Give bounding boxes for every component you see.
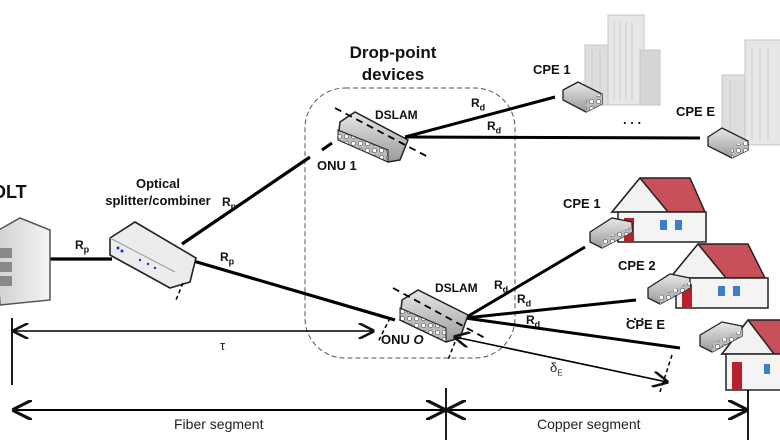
copper-rate-bottom-e: Rd [526, 313, 541, 330]
dslam-onu-1 [321, 107, 431, 163]
cpe-modem-top-e [707, 127, 749, 159]
fiber-segment-label: Fiber segment [174, 416, 264, 432]
copper-rate-top-e: Rd [487, 119, 502, 136]
tau-label: τ [220, 338, 226, 353]
copper-segment-label: Copper segment [537, 416, 641, 432]
delta-e-label: δE [550, 360, 563, 378]
cpe-top-e-label: CPE E [676, 104, 716, 119]
house-2 [668, 242, 769, 309]
dslam-onu-o [377, 287, 486, 361]
cpe-modem-bottom-1 [589, 217, 633, 249]
cpe-bottom-e-label: CPE E [626, 317, 666, 332]
fiber-rate-onu-o: Rp [220, 250, 235, 267]
delta-e-arrow [455, 337, 667, 382]
cpe-bottom-1-label: CPE 1 [563, 196, 601, 211]
dslam-o-label: DSLAM [435, 281, 478, 295]
fiber-rate-olt: Rp [75, 238, 90, 255]
onu-o-label: ONU O [381, 332, 424, 347]
fiber-links [50, 155, 396, 322]
splitter-label: Optical splitter/combiner [105, 176, 211, 208]
cpe-modem-bottom-2 [647, 273, 691, 305]
olt-label: OLT [0, 182, 27, 202]
cpe-modem-top-1 [562, 81, 603, 113]
cpe-bottom-2-label: CPE 2 [618, 258, 656, 273]
cpe-top-1-label: CPE 1 [533, 62, 571, 77]
ellipsis-top: . . . [623, 112, 642, 127]
house-1 [610, 176, 707, 243]
dslam-1-label: DSLAM [375, 108, 418, 122]
onu-1-label: ONU 1 [317, 158, 357, 173]
office-building-2 [721, 39, 780, 146]
copper-rate-top-1: Rd [471, 96, 486, 113]
copper-rate-bottom-1: Rd [494, 278, 509, 295]
ellipsis-bottom: . . . [626, 308, 645, 323]
cpe-modem-bottom-e [699, 321, 743, 353]
house-3 [720, 318, 780, 391]
fiber-rate-onu-1: Rp [222, 195, 237, 212]
optical-splitter [109, 221, 197, 301]
drop-point-boundary [304, 87, 516, 359]
copper-rate-bottom-2: Rd [517, 292, 532, 309]
olt-server [0, 217, 51, 306]
